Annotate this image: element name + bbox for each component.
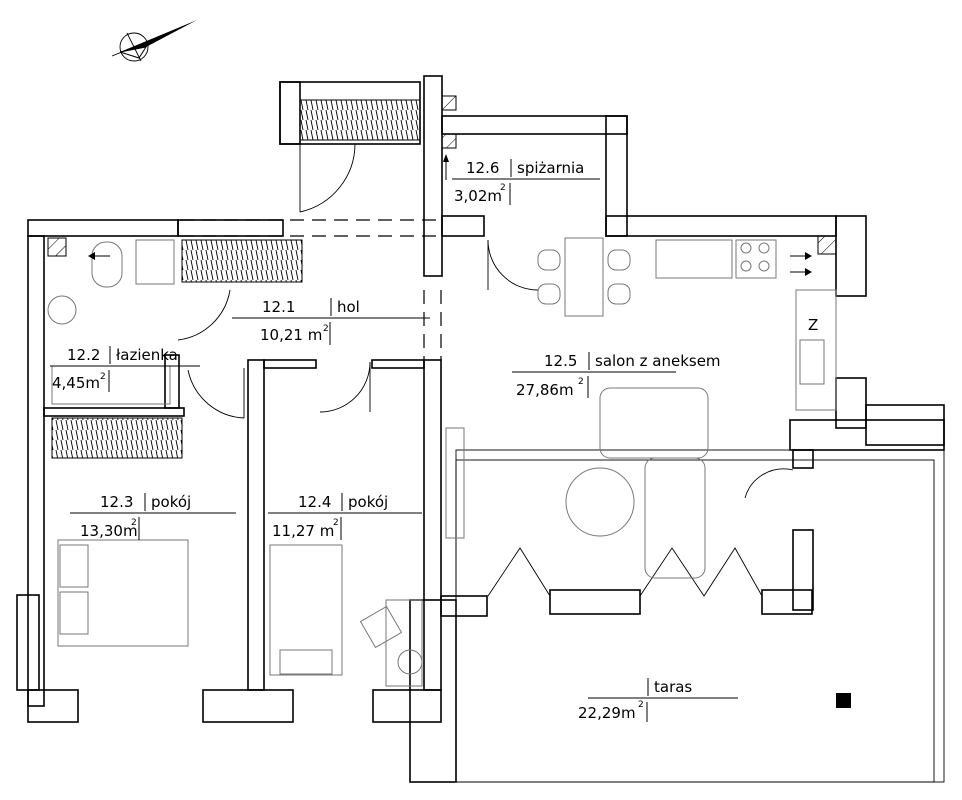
room-label-lazienka: 12.2 łazienka 4,45m 2 bbox=[50, 346, 200, 392]
room-label-taras: taras 22,29m 2 bbox=[578, 678, 738, 722]
room-label-hol: 12.1 hol 10,21 m 2 bbox=[232, 298, 430, 345]
svg-text:pokój: pokój bbox=[348, 493, 388, 511]
room-label-pokoj-4: 12.4 pokój 11,27 m 2 bbox=[268, 493, 422, 540]
svg-text:salon z aneksem: salon z aneksem bbox=[595, 352, 721, 370]
svg-text:łazienka: łazienka bbox=[116, 346, 178, 364]
north-arrow-icon bbox=[111, 20, 197, 62]
room-label-pokoj-3: 12.3 pokój 13,30m 2 bbox=[70, 493, 236, 540]
svg-text:2: 2 bbox=[131, 518, 137, 528]
svg-text:27,86m: 27,86m bbox=[516, 381, 574, 399]
svg-text:spiżarnia: spiżarnia bbox=[517, 159, 584, 177]
room-label-salon: 12.5 salon z aneksem 27,86m 2 bbox=[512, 352, 721, 399]
svg-text:12.1: 12.1 bbox=[262, 298, 295, 316]
svg-text:12.6: 12.6 bbox=[466, 159, 499, 177]
black-square-marker-icon bbox=[836, 693, 851, 708]
radiator bbox=[51, 417, 183, 459]
furniture bbox=[47, 237, 837, 687]
svg-text:12.4: 12.4 bbox=[298, 493, 331, 511]
svg-text:hol: hol bbox=[337, 298, 360, 316]
svg-text:2: 2 bbox=[500, 183, 506, 193]
svg-text:2: 2 bbox=[323, 324, 329, 334]
svg-text:4,45m: 4,45m bbox=[52, 374, 100, 392]
svg-text:pokój: pokój bbox=[151, 493, 191, 511]
svg-text:2: 2 bbox=[638, 700, 644, 710]
svg-text:3,02m: 3,02m bbox=[454, 187, 502, 205]
walls bbox=[16, 75, 945, 783]
svg-text:13,30m: 13,30m bbox=[80, 522, 138, 540]
fridge-mark: Z bbox=[808, 316, 818, 334]
svg-text:11,27 m: 11,27 m bbox=[272, 522, 334, 540]
ventilation-arrow-icon bbox=[47, 95, 837, 276]
radiator bbox=[181, 239, 303, 283]
svg-text:12.3: 12.3 bbox=[100, 493, 133, 511]
svg-text:12.5: 12.5 bbox=[544, 352, 577, 370]
room-label-spizarnia: 12.6 spiżarnia 3,02m 2 bbox=[443, 154, 600, 205]
svg-text:10,21 m: 10,21 m bbox=[260, 326, 322, 344]
svg-text:2: 2 bbox=[100, 372, 106, 382]
svg-text:12.2: 12.2 bbox=[67, 346, 100, 364]
svg-text:2: 2 bbox=[578, 377, 584, 387]
svg-text:22,29m: 22,29m bbox=[578, 704, 636, 722]
doors bbox=[177, 143, 794, 597]
svg-text:taras: taras bbox=[654, 678, 692, 696]
svg-text:2: 2 bbox=[333, 518, 339, 528]
